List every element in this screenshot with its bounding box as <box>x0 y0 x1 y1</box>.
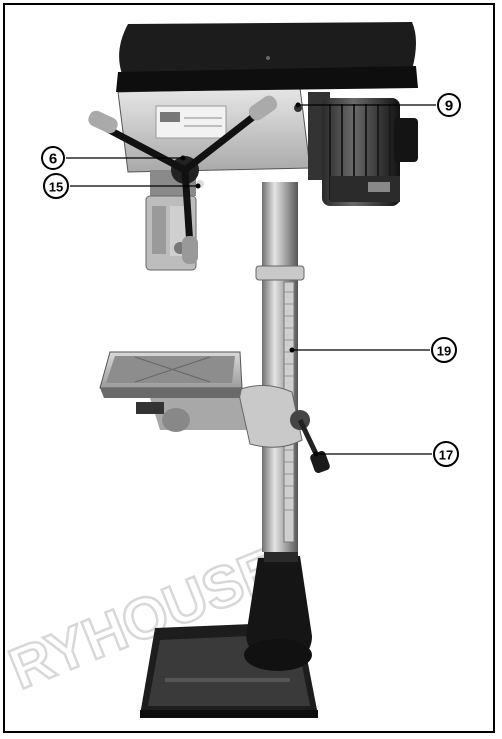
column-base <box>244 540 312 671</box>
table-bracket <box>136 385 303 448</box>
callout-15: 15 <box>43 173 69 199</box>
callout-9: 9 <box>437 93 461 117</box>
callout-17: 17 <box>433 441 459 467</box>
belt-cover <box>116 22 418 92</box>
callout-9-label: 9 <box>445 98 453 115</box>
feed-handles <box>88 95 278 264</box>
callout-6: 6 <box>41 146 65 170</box>
head <box>117 87 311 173</box>
leader-lines <box>66 104 436 455</box>
work-table <box>99 351 243 398</box>
rack-collar <box>255 265 305 281</box>
callout-6-label: 6 <box>49 151 57 168</box>
motor <box>308 92 418 206</box>
callout-19: 19 <box>431 337 457 363</box>
callout-17-label: 17 <box>439 448 453 463</box>
callout-19-label: 19 <box>437 344 451 359</box>
callout-15-label: 15 <box>49 180 63 195</box>
table-crank <box>290 410 330 474</box>
